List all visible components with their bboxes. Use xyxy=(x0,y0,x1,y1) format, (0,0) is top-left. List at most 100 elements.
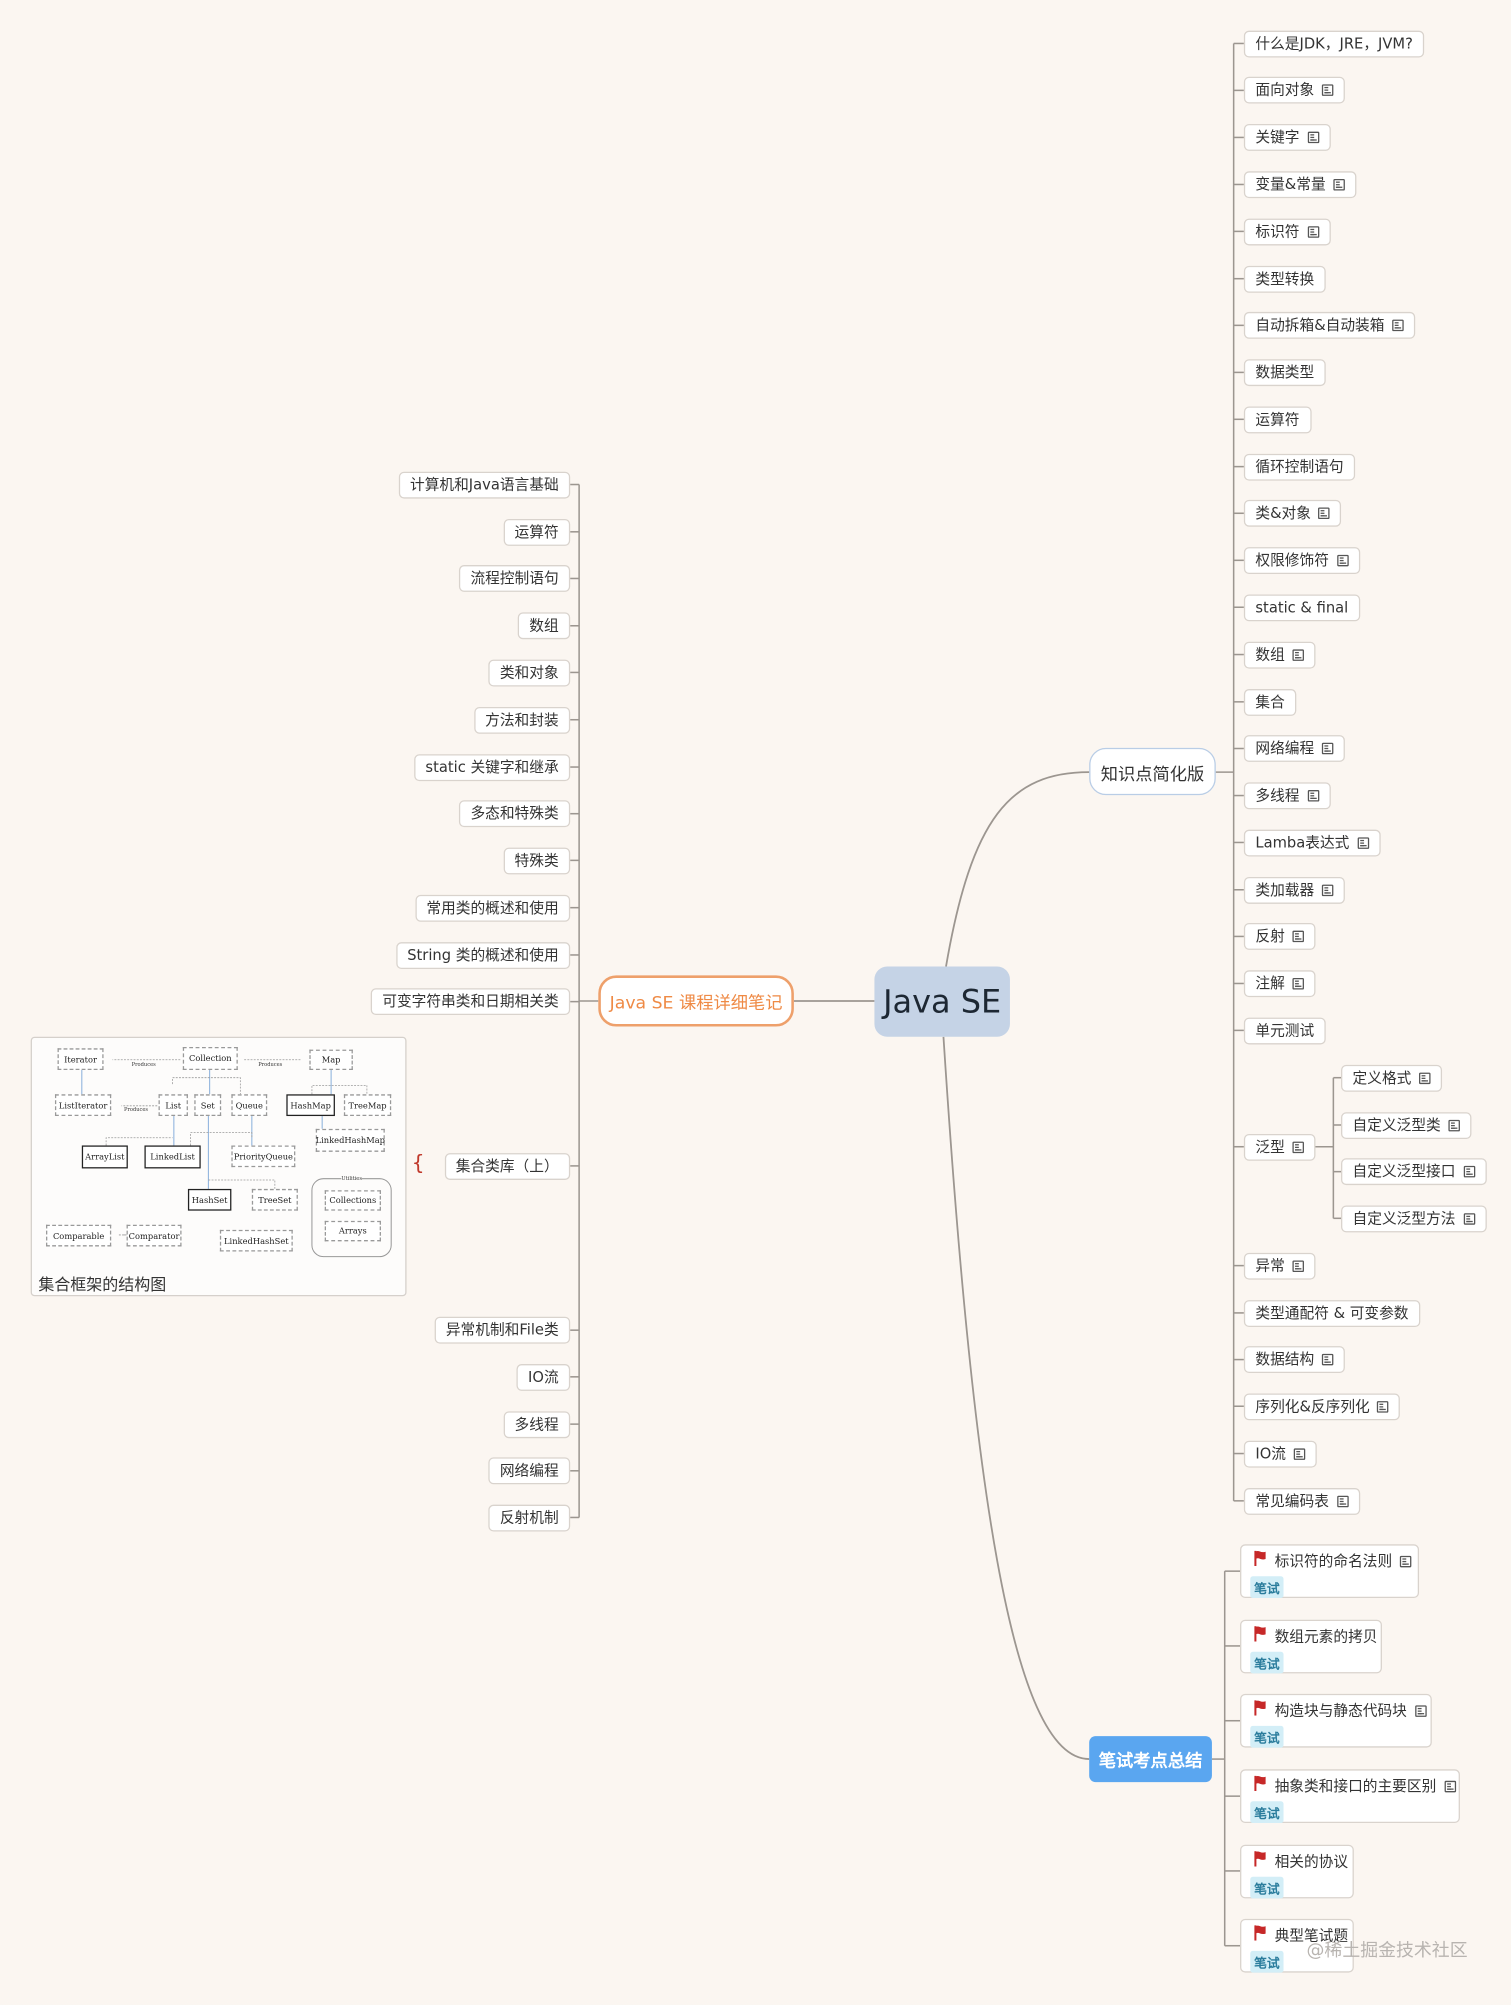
right-topic-node[interactable]: 类&对象 xyxy=(1243,499,1342,527)
generics-subtopic-node[interactable]: 自定义泛型类 xyxy=(1341,1111,1472,1139)
generics-subtopic-node[interactable]: 自定义泛型方法 xyxy=(1341,1204,1487,1232)
left-topic-node[interactable]: 集合类库（上） xyxy=(444,1152,571,1180)
node-label: 集合 xyxy=(1255,692,1285,711)
note-icon[interactable] xyxy=(1307,789,1319,802)
left-topic-node[interactable]: 流程控制语句 xyxy=(458,565,571,592)
left-topic-node[interactable]: static 关键字和继承 xyxy=(413,753,571,781)
note-icon[interactable] xyxy=(1292,977,1304,990)
note-icon[interactable] xyxy=(1377,1400,1389,1412)
generics-subtopic-node[interactable]: 自定义泛型接口 xyxy=(1341,1158,1487,1186)
right-topic-node[interactable]: 序列化&反序列化 xyxy=(1243,1392,1401,1420)
left-topic-node[interactable]: 类和对象 xyxy=(488,659,571,686)
right-topic-node[interactable]: 标识符 xyxy=(1243,217,1331,245)
node-label: 计算机和Java语言基础 xyxy=(409,474,559,493)
note-icon[interactable] xyxy=(1321,84,1334,97)
exam-topic-card[interactable]: 标识符的命名法则笔试 xyxy=(1240,1544,1420,1598)
note-icon[interactable] xyxy=(1292,1140,1304,1153)
left-topic-node[interactable]: 反射机制 xyxy=(488,1504,571,1531)
node-label: 网络编程 xyxy=(1255,738,1315,757)
left-topic-node[interactable]: 多线程 xyxy=(503,1410,571,1438)
node-label: 标识符 xyxy=(1255,221,1300,240)
exam-topic-card[interactable]: 数组元素的拷贝笔试 xyxy=(1240,1619,1382,1673)
note-icon[interactable] xyxy=(1321,742,1334,755)
branch-detailed-notes[interactable]: Java SE 课程详细笔记 xyxy=(598,975,794,1027)
node-label: 流程控制语句 xyxy=(470,568,559,587)
right-topic-node[interactable]: 运算符 xyxy=(1243,405,1311,433)
note-icon[interactable] xyxy=(1307,225,1319,238)
right-topic-node[interactable]: 异常 xyxy=(1243,1252,1316,1280)
left-topic-node[interactable]: 网络编程 xyxy=(488,1457,571,1485)
left-topic-node[interactable]: 异常机制和File类 xyxy=(434,1316,571,1344)
right-topic-node[interactable]: 类型通配符 & 可变参数 xyxy=(1243,1299,1421,1327)
right-topic-node[interactable]: IO流 xyxy=(1243,1440,1317,1467)
generics-subtopic-node[interactable]: 定义格式 xyxy=(1341,1064,1443,1092)
note-icon[interactable] xyxy=(1292,1259,1304,1272)
note-icon[interactable] xyxy=(1307,131,1319,144)
note-icon[interactable] xyxy=(1399,1555,1412,1567)
note-icon[interactable] xyxy=(1463,1212,1475,1225)
right-topic-node[interactable]: 自动拆箱&自动装箱 xyxy=(1243,311,1416,339)
left-topic-node[interactable]: 运算符 xyxy=(503,518,571,546)
right-topic-node[interactable]: 权限修饰符 xyxy=(1243,546,1360,574)
right-topic-node[interactable]: 常见编码表 xyxy=(1243,1487,1360,1515)
right-topic-node[interactable]: Lamba表达式 xyxy=(1243,829,1381,856)
left-topic-node[interactable]: 多态和特殊类 xyxy=(458,800,571,828)
right-topic-node[interactable]: 集合 xyxy=(1243,688,1297,716)
exam-topic-card[interactable]: 典型笔试题笔试 xyxy=(1240,1918,1354,1973)
note-icon[interactable] xyxy=(1357,836,1369,849)
right-topic-node[interactable]: 网络编程 xyxy=(1243,735,1345,762)
diagram-box: Comparator xyxy=(126,1224,182,1247)
exam-topic-card[interactable]: 相关的协议笔试 xyxy=(1240,1844,1354,1898)
note-icon[interactable] xyxy=(1293,1447,1306,1460)
left-topic-node[interactable]: 数组 xyxy=(517,612,571,640)
note-icon[interactable] xyxy=(1292,648,1304,661)
note-icon[interactable] xyxy=(1292,930,1304,943)
note-icon[interactable] xyxy=(1318,507,1331,520)
note-icon[interactable] xyxy=(1448,1119,1460,1131)
left-topic-node[interactable]: String 类的概述和使用 xyxy=(395,941,571,969)
right-topic-node[interactable]: static & final xyxy=(1243,593,1360,621)
left-topic-node[interactable]: 常用类的概述和使用 xyxy=(414,894,571,922)
right-topic-node[interactable]: 循环控制语句 xyxy=(1243,453,1356,481)
exam-topic-card[interactable]: 抽象类和接口的主要区别笔试 xyxy=(1240,1769,1460,1823)
right-topic-node[interactable]: 单元测试 xyxy=(1243,1016,1326,1044)
left-topic-node[interactable]: IO流 xyxy=(516,1363,571,1391)
right-topic-node[interactable]: 变量&常量 xyxy=(1243,171,1357,198)
note-icon[interactable] xyxy=(1333,178,1345,191)
right-topic-node[interactable]: 多线程 xyxy=(1243,782,1331,809)
exam-tag-badge: 笔试 xyxy=(1250,1576,1284,1598)
right-topic-node[interactable]: 数据类型 xyxy=(1243,358,1326,386)
right-topic-node[interactable]: 什么是JDK，JRE，JVM? xyxy=(1243,30,1425,57)
right-topic-node[interactable]: 类型转换 xyxy=(1243,265,1326,293)
note-icon[interactable] xyxy=(1321,884,1334,896)
left-topic-node[interactable]: 特殊类 xyxy=(503,846,571,874)
exam-topic-card[interactable]: 构造块与静态代码块笔试 xyxy=(1240,1693,1432,1748)
note-icon[interactable] xyxy=(1392,319,1404,332)
left-topic-node[interactable]: 计算机和Java语言基础 xyxy=(398,471,571,498)
right-topic-node[interactable]: 注解 xyxy=(1243,970,1316,997)
note-icon[interactable] xyxy=(1321,1353,1334,1366)
note-icon[interactable] xyxy=(1336,1495,1349,1507)
note-icon[interactable] xyxy=(1414,1704,1427,1717)
branch-exam-summary[interactable]: 笔试考点总结 xyxy=(1089,1736,1212,1783)
node-label: Lamba表达式 xyxy=(1255,832,1350,851)
exam-topic-label: 标识符的命名法则 xyxy=(1274,1551,1393,1570)
note-icon[interactable] xyxy=(1336,554,1349,567)
right-topic-node[interactable]: 数组 xyxy=(1243,641,1316,668)
right-topic-node[interactable]: 泛型 xyxy=(1243,1133,1316,1161)
right-topic-node[interactable]: 数据结构 xyxy=(1243,1346,1345,1374)
right-topic-node[interactable]: 类加载器 xyxy=(1243,876,1345,904)
left-topic-node[interactable]: 可变字符串类和日期相关类 xyxy=(370,988,571,1016)
right-topic-node[interactable]: 关键字 xyxy=(1243,124,1331,151)
note-icon[interactable] xyxy=(1463,1165,1475,1178)
branch-simplified[interactable]: 知识点简化版 xyxy=(1089,747,1216,796)
diagram-box: Set xyxy=(194,1094,222,1117)
left-topic-node[interactable]: 方法和封装 xyxy=(473,706,571,734)
diagram-box: LinkedHashSet xyxy=(219,1229,293,1252)
right-topic-node[interactable]: 反射 xyxy=(1243,923,1316,950)
note-icon[interactable] xyxy=(1419,1071,1431,1084)
right-topic-node[interactable]: 面向对象 xyxy=(1243,76,1345,104)
root-node[interactable]: Java SE xyxy=(874,966,1010,1037)
note-icon[interactable] xyxy=(1443,1780,1456,1792)
